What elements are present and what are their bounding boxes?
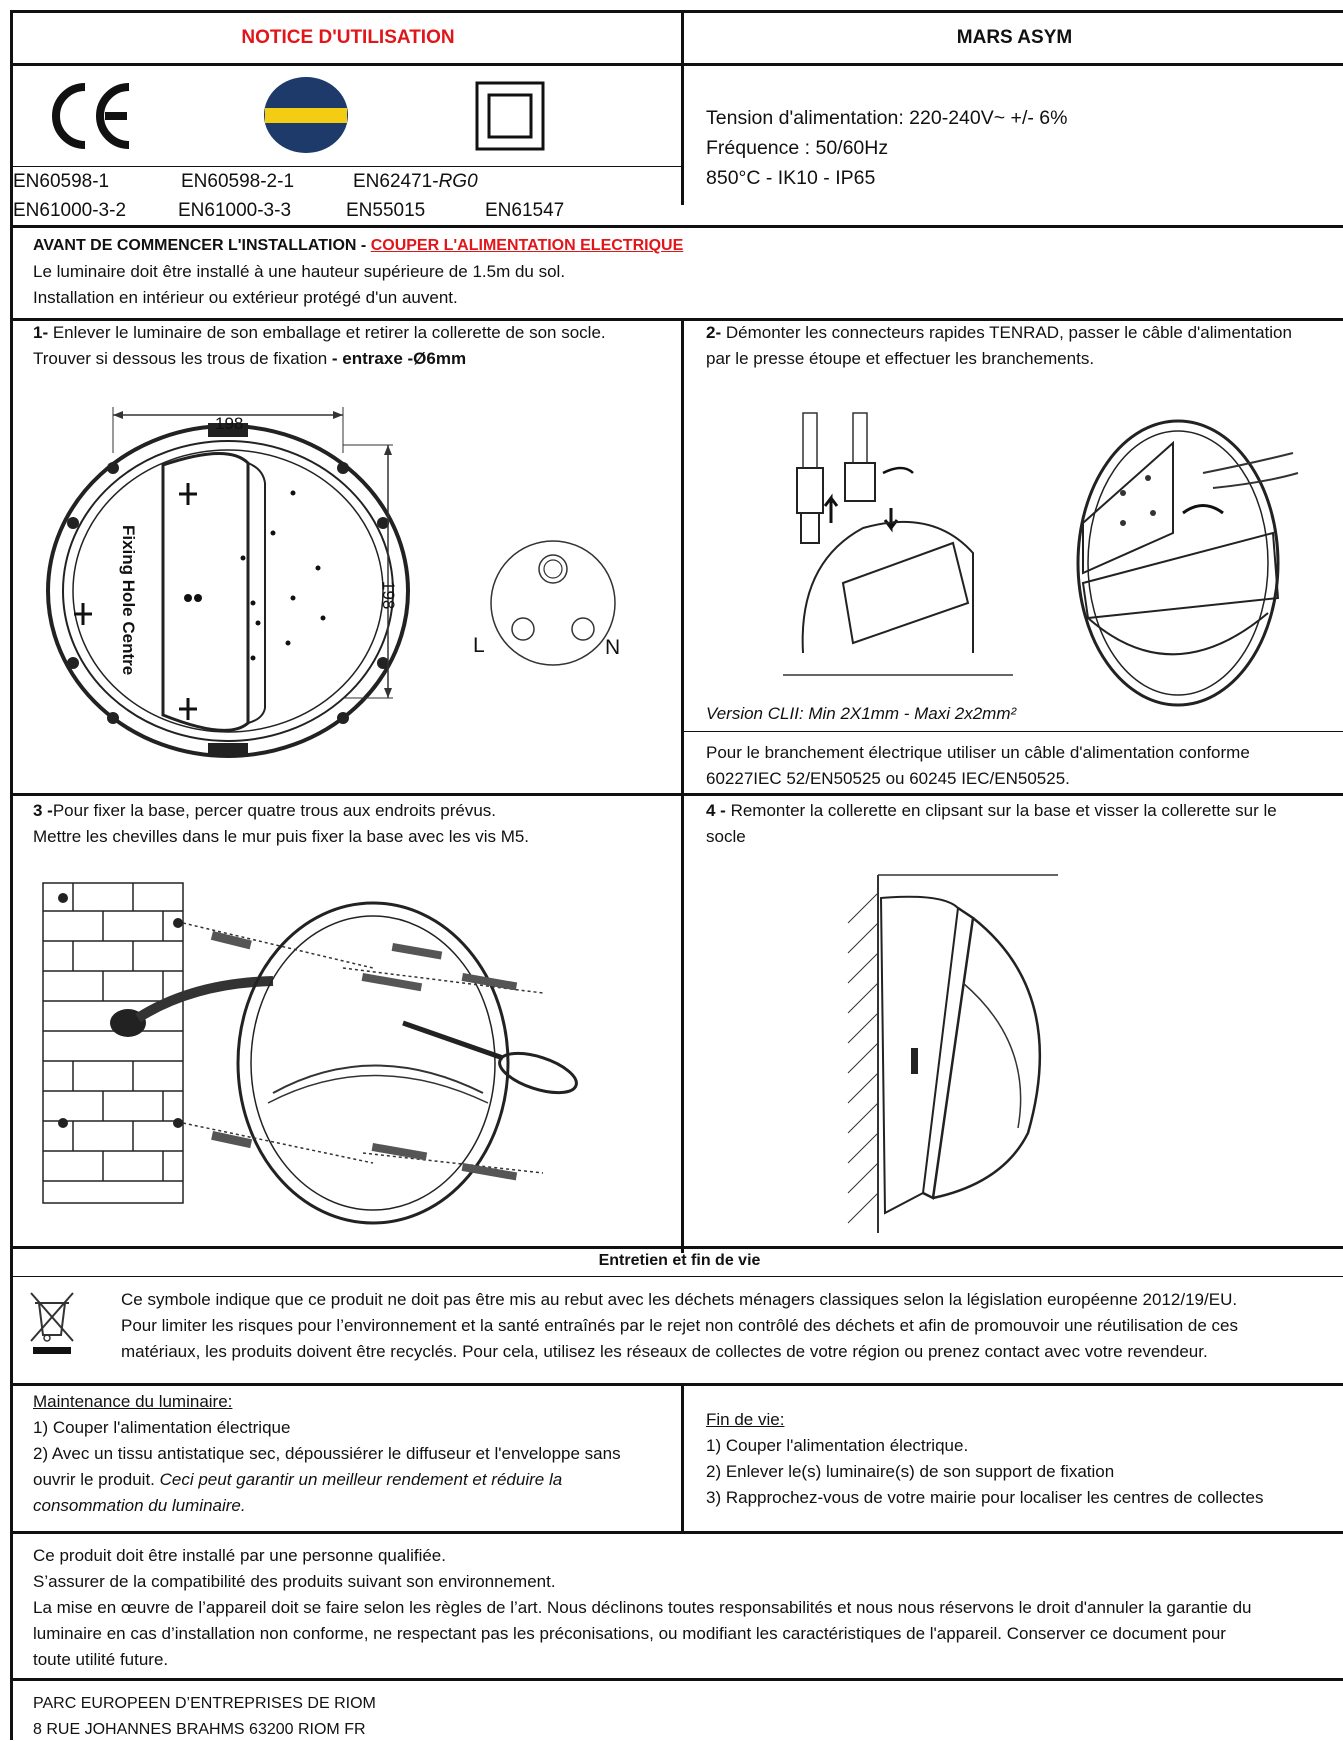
terminal-l-label: L <box>473 634 485 657</box>
divider <box>13 318 1343 321</box>
divider <box>681 318 684 1253</box>
collar-assembly-diagram <box>847 874 1058 1233</box>
install-height-note: Le luminaire doit être installé à une ha… <box>33 262 566 281</box>
maintenance-item: 2) Avec un tissu antistatique sec, dépou… <box>33 1444 621 1463</box>
weee-text: matériaux, les produits doivent être rec… <box>121 1342 1208 1361</box>
divider <box>13 793 1343 796</box>
address-line: PARC EUROPEEN D’ENTREPRISES DE RIOM <box>33 1695 376 1712</box>
divider <box>13 63 1343 66</box>
spec-frequency: Fréquence : 50/60Hz <box>706 137 889 159</box>
wiring-diagram <box>1076 419 1299 707</box>
weee-text: Pour limiter les risques pour l’environn… <box>121 1316 1238 1335</box>
energy-label-logo <box>264 77 348 153</box>
before-install-heading: AVANT DE COMMENCER L'INSTALLATION - COUP… <box>33 237 684 254</box>
step1-text-2: Trouver si dessous les trous de fixation… <box>33 349 467 368</box>
standard-item: EN62471-RG0 <box>353 171 478 192</box>
step3-text: 3 -Pour fixer la base, percer quatre tro… <box>33 801 497 820</box>
cable-spec-text-2: 60227IEC 52/EN50525 ou 60245 IEC/EN50525… <box>706 769 1070 788</box>
step2-text-2: par le presse étoupe et effectuer les br… <box>706 349 1095 368</box>
standard-item: EN60598-2-1 <box>181 171 295 192</box>
divider <box>681 13 684 205</box>
luminaire-maintenance-title: Maintenance du luminaire: <box>33 1392 233 1411</box>
divider <box>13 1383 1343 1386</box>
maintenance-heading: Entretien et fin de vie <box>598 1252 761 1269</box>
standard-item: EN61000-3-3 <box>178 200 292 221</box>
fixing-holes-diagram <box>46 407 410 758</box>
dimension-top: 198 <box>215 414 244 433</box>
standard-item: EN61000-3-2 <box>13 200 127 221</box>
weee-bin-icon <box>30 1292 74 1354</box>
connector-diagram <box>783 412 1013 676</box>
version-note: Version CLII: Min 2X1mm - Maxi 2x2mm² <box>706 704 1017 723</box>
product-title: MARS ASYM <box>956 27 1073 48</box>
class-ii-square-icon <box>475 81 545 151</box>
standard-item: EN55015 <box>346 200 426 221</box>
terminal-block-diagram <box>490 540 616 666</box>
terminal-n-label: N <box>605 636 621 659</box>
step2-text: 2- Démonter les connecteurs rapides TENR… <box>706 323 1292 342</box>
divider <box>13 1531 1343 1534</box>
standard-item: EN61547 <box>485 200 565 221</box>
weee-text: Ce symbole indique que ce produit ne doi… <box>121 1290 1238 1309</box>
cable-spec-text: Pour le branchement électrique utiliser … <box>706 743 1250 762</box>
notice-text: luminaire en cas d’installation non conf… <box>33 1624 1226 1643</box>
standard-item: EN60598-1 <box>13 171 110 192</box>
ce-mark-icon <box>52 83 130 149</box>
maintenance-item: ouvrir le produit. Ceci peut garantir un… <box>33 1470 563 1489</box>
install-location-note: Installation en intérieur ou extérieur p… <box>33 288 458 307</box>
step4-text: 4 - Remonter la collerette en clipsant s… <box>706 801 1277 820</box>
wall-mounting-diagram <box>42 882 578 1225</box>
end-of-life-title: Fin de vie: <box>706 1410 785 1429</box>
step3-text-2: Mettre les chevilles dans le mur puis fi… <box>33 827 530 846</box>
step1-text: 1- Enlever le luminaire de son emballage… <box>33 323 606 342</box>
maintenance-item: 1) Couper l'alimentation électrique <box>33 1418 291 1437</box>
divider <box>681 1383 684 1533</box>
divider <box>13 166 683 167</box>
end-of-life-item: 3) Rapprochez-vous de votre mairie pour … <box>706 1488 1264 1507</box>
notice-text: S’assurer de la compatibilité des produi… <box>33 1572 556 1591</box>
end-of-life-item: 2) Enlever le(s) luminaire(s) de son sup… <box>706 1462 1115 1481</box>
divider <box>683 731 1343 732</box>
divider <box>13 225 1343 228</box>
notice-page: NOTICE D'UTILISATION MARS ASYM Tension d… <box>10 10 1343 1740</box>
spec-voltage: Tension d'alimentation: 220-240V~ +/- 6% <box>706 107 1068 129</box>
dimension-side: 198 <box>379 581 398 610</box>
address-line: 8 RUE JOHANNES BRAHMS 63200 RIOM FR <box>33 1721 366 1738</box>
step4-text-2: socle <box>706 827 746 846</box>
spec-ratings: 850°C - IK10 - IP65 <box>706 167 876 189</box>
divider <box>13 1276 1343 1277</box>
maintenance-item: consommation du luminaire. <box>33 1496 246 1515</box>
divider <box>13 1246 1343 1249</box>
notice-title: NOTICE D'UTILISATION <box>241 27 455 48</box>
notice-text: toute utilité future. <box>33 1650 169 1669</box>
notice-text: Ce produit doit être installé par une pe… <box>33 1546 446 1565</box>
fixing-hole-centre-label: Fixing Hole Centre <box>119 525 138 676</box>
end-of-life-item: 1) Couper l'alimentation électrique. <box>706 1436 969 1455</box>
notice-text: La mise en œuvre de l’appareil doit se f… <box>33 1598 1252 1617</box>
divider <box>13 1678 1343 1681</box>
